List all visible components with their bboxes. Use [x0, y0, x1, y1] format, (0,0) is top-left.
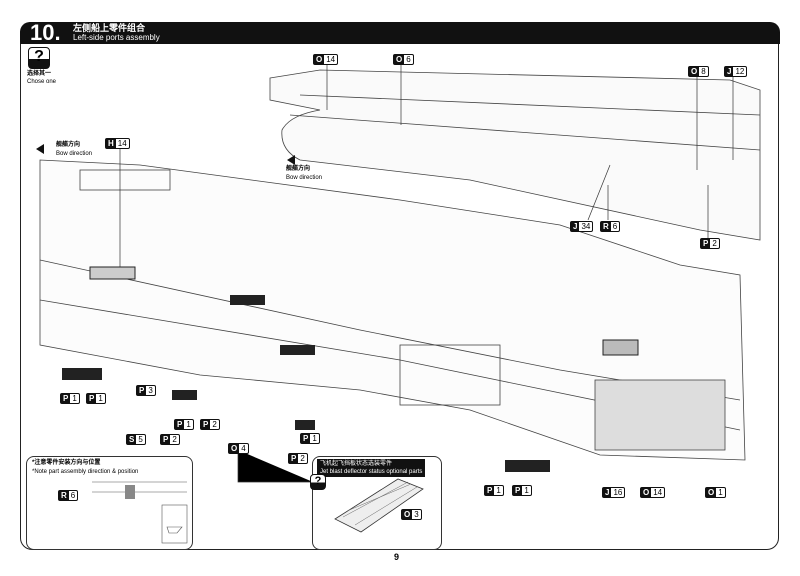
- part-number: 4: [241, 444, 246, 453]
- part-number: 6: [612, 222, 618, 231]
- part-number: 6: [406, 55, 411, 64]
- note-cn: *注意零件安装方向与位置: [32, 460, 101, 466]
- part-sprue-letter: R: [601, 222, 611, 231]
- part-sprue-letter: J: [603, 488, 612, 497]
- part-number: 2: [172, 435, 177, 444]
- part-sprue-letter: O: [394, 55, 405, 64]
- part-sprue-letter: J: [571, 222, 580, 231]
- part-sprue-letter: O: [689, 67, 700, 76]
- optional-parts-inset: 飞机起飞挡板状态选装零件 Jet blast deflector status o…: [312, 456, 442, 550]
- part-sprue-letter: O: [402, 510, 413, 519]
- part-number: 1: [312, 434, 317, 443]
- page-number: 9: [394, 552, 400, 562]
- part-number: 14: [653, 488, 663, 497]
- part-sprue-letter: P: [201, 420, 211, 429]
- step-title-cn: 左侧船上零件组合: [73, 23, 146, 33]
- part-number: 12: [735, 67, 745, 76]
- part-number: 6: [70, 491, 76, 500]
- part-number: 3: [414, 510, 419, 519]
- part-sprue-letter: P: [87, 394, 97, 403]
- part-sprue-letter: O: [229, 444, 240, 453]
- bow-label-en: Bow direction: [286, 175, 323, 181]
- part-sprue-letter: P: [701, 239, 711, 248]
- part-number: 1: [718, 488, 723, 497]
- part-number: 34: [581, 222, 591, 231]
- part-sprue-letter: P: [61, 394, 71, 403]
- bow-label-en: Bow direction: [56, 151, 93, 157]
- note-inset: *注意零件安装方向与位置 *Note part assembly directi…: [26, 456, 193, 550]
- step-title-en: Left-side ports assembly: [73, 33, 160, 42]
- part-sprue-letter: J: [725, 67, 734, 76]
- part-sprue-letter: P: [175, 420, 185, 429]
- bow-label-cn: 舰艏方向: [286, 166, 311, 172]
- part-number: 16: [613, 488, 623, 497]
- part-number: 14: [326, 55, 336, 64]
- part-sprue-letter: O: [314, 55, 325, 64]
- part-number: 2: [712, 239, 717, 248]
- part-number: 14: [117, 139, 127, 148]
- question-icon: ?: [28, 47, 50, 69]
- note-en: *Note part assembly direction & position: [32, 469, 139, 475]
- step-number: 10.: [30, 20, 61, 45]
- part-number: 1: [98, 394, 103, 403]
- part-number: 1: [496, 486, 501, 495]
- part-sprue-letter: P: [513, 486, 523, 495]
- part-sprue-letter: R: [59, 491, 69, 500]
- bow-label-cn: 舰艏方向: [56, 142, 81, 148]
- part-sprue-letter: O: [706, 488, 717, 497]
- step-header: 10. 左侧船上零件组合 Left-side ports assembly: [20, 20, 780, 45]
- part-sprue-letter: P: [289, 454, 299, 463]
- choose-en: Chose one: [27, 79, 57, 85]
- bow-arrow-icon: [287, 155, 295, 165]
- part-number: 1: [72, 394, 77, 403]
- part-number: 5: [138, 435, 143, 444]
- part-number: 1: [186, 420, 191, 429]
- part-sprue-letter: S: [127, 435, 137, 444]
- part-number: 1: [524, 486, 529, 495]
- part-number: 2: [300, 454, 305, 463]
- question-icon: ?: [310, 474, 326, 490]
- part-sprue-letter: H: [106, 139, 116, 148]
- part-sprue-letter: O: [641, 488, 652, 497]
- part-sprue-letter: P: [161, 435, 171, 444]
- part-number: 8: [701, 67, 706, 76]
- optional-cn: 飞机起飞挡板状态选装零件: [320, 461, 393, 467]
- part-sprue-letter: P: [301, 434, 311, 443]
- part-sprue-letter: P: [137, 386, 147, 395]
- optional-title: 飞机起飞挡板状态选装零件 Jet blast deflector status o…: [317, 459, 426, 477]
- part-number: 3: [148, 386, 153, 395]
- part-number: 2: [212, 420, 217, 429]
- optional-en: Jet blast deflector status optional part…: [320, 469, 423, 475]
- bow-arrow-icon: [36, 144, 44, 154]
- part-sprue-letter: P: [485, 486, 495, 495]
- choose-cn: 选择其一: [27, 71, 52, 77]
